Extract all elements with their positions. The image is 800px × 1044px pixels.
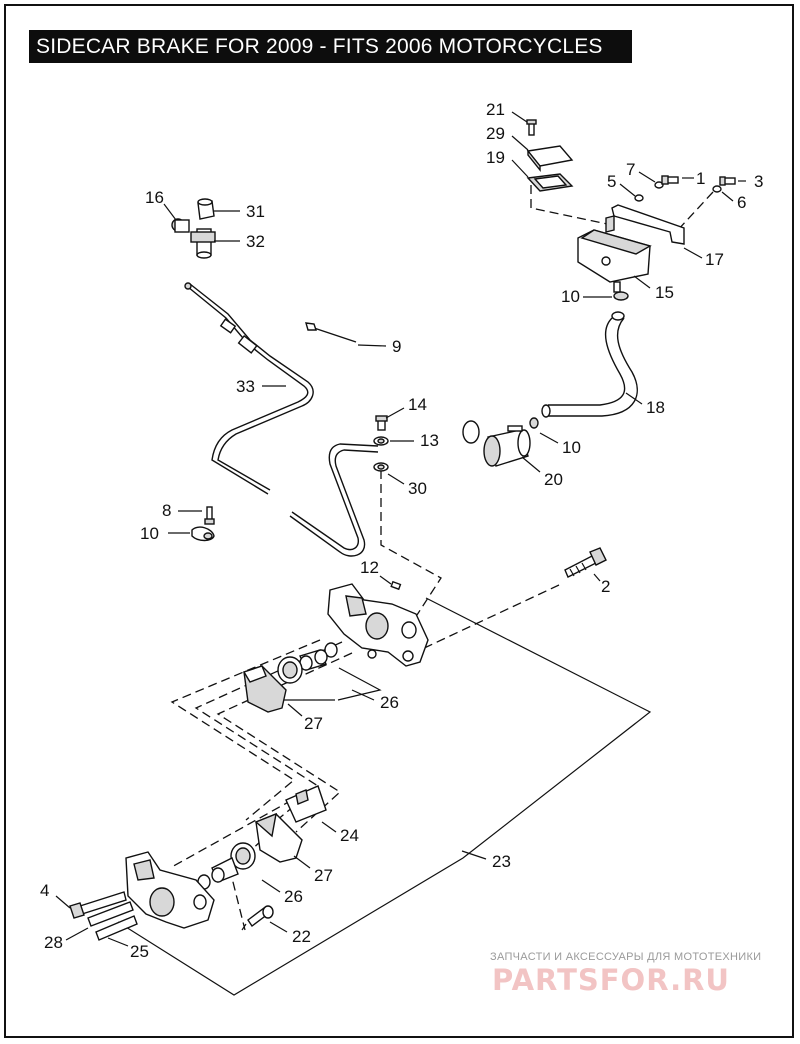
callout-23: 23	[492, 852, 511, 871]
hose-clamp-10-left-icon	[191, 526, 215, 542]
washer-6-icon	[712, 185, 722, 193]
brake-line-lower-icon	[289, 443, 379, 557]
callout-1: 1	[696, 169, 705, 188]
callout-10-upper: 10	[561, 287, 580, 306]
hose-clamp-10-right-icon	[529, 417, 539, 429]
watermark-brand: PARTSFOR.RU	[492, 963, 730, 997]
screw-1-icon	[661, 175, 679, 185]
brake-line-33-icon	[184, 282, 314, 495]
callout-3: 3	[754, 172, 763, 191]
fitting-16-icon	[171, 218, 190, 233]
callout-10-left: 10	[140, 524, 159, 543]
reservoir-gasket-19-icon	[526, 173, 574, 192]
callout-leaders	[55, 111, 746, 947]
callout-16: 16	[145, 188, 164, 207]
bleeder-valve-22-icon	[241, 905, 274, 931]
callout-24: 24	[340, 826, 359, 845]
washer-30-icon	[373, 462, 389, 472]
bolt-14-icon	[375, 415, 388, 431]
banjo-fittings-group	[171, 198, 216, 259]
banjo-bolt-group	[373, 415, 389, 472]
master-cylinder-group	[462, 119, 736, 467]
callout-15: 15	[655, 283, 674, 302]
pin-28-icon	[87, 901, 134, 927]
callout-2: 2	[601, 577, 610, 596]
callout-25: 25	[130, 942, 149, 961]
callout-5: 5	[607, 172, 616, 191]
callout-12: 12	[360, 558, 379, 577]
callout-18: 18	[646, 398, 665, 417]
callout-19: 19	[486, 148, 505, 167]
callout-labels: 21 29 19 7 1 5 3 6 17 15 10 16 31 32 9 3…	[40, 100, 763, 961]
diagram-title: SIDECAR BRAKE FOR 2009 - FITS 2006 MOTOR…	[29, 30, 632, 63]
callout-7: 7	[626, 160, 635, 179]
caliper-bolt-2-icon	[564, 547, 607, 578]
watermark: ЗАПЧАСТИ И АКСЕССУАРЫ ДЛЯ МОТОТЕХНИКИ PA…	[490, 951, 761, 997]
bleeder-12-icon	[390, 580, 402, 591]
callout-31: 31	[246, 202, 265, 221]
washer-5-icon	[634, 194, 644, 202]
callout-14: 14	[408, 395, 427, 414]
upper-caliper-icon	[327, 583, 429, 667]
screw-8-icon	[204, 506, 215, 525]
callout-21: 21	[486, 100, 505, 119]
cable-tie-9-icon	[305, 322, 357, 343]
hose-clamp-10-upper-icon	[613, 291, 629, 301]
tee-fitting-32-icon	[190, 228, 216, 259]
callout-9: 9	[392, 337, 401, 356]
callout-27-lower: 27	[314, 866, 333, 885]
callout-22: 22	[292, 927, 311, 946]
callout-32: 32	[246, 232, 265, 251]
piston-seal-set-26-upper-icon	[277, 642, 338, 684]
callout-29: 29	[486, 124, 505, 143]
piston-seal-set-26-lower-icon	[197, 842, 256, 890]
washer-7-icon	[654, 181, 664, 189]
callout-28: 28	[44, 933, 63, 952]
screw-21-icon	[526, 119, 537, 136]
callout-17: 17	[705, 250, 724, 269]
reservoir-hose-18-icon	[541, 311, 638, 418]
callout-13: 13	[420, 431, 439, 450]
brake-pad-27-upper-icon	[242, 665, 287, 713]
callout-8: 8	[162, 501, 171, 520]
o-ring-20-icon	[462, 420, 480, 444]
assembly-outline-lines	[117, 597, 652, 996]
mounting-bracket-17-icon	[605, 204, 685, 245]
diagram-frame	[4, 4, 794, 1038]
callout-20: 20	[544, 470, 563, 489]
reservoir-cover-29-icon	[526, 145, 574, 172]
pin-25-icon	[95, 915, 138, 941]
nut-31-icon	[197, 198, 215, 220]
callout-27-upper: 27	[304, 714, 323, 733]
reservoir-fitting-20-icon	[483, 425, 531, 467]
assembly-dashed-lines	[169, 185, 714, 931]
callout-10-right: 10	[562, 438, 581, 457]
callout-30: 30	[408, 479, 427, 498]
screw-3-icon	[719, 176, 736, 186]
lower-caliper-icon	[125, 851, 215, 929]
callout-26-upper: 26	[380, 693, 399, 712]
pad-clip-24-icon	[285, 785, 327, 823]
caliper-bolt-4-icon	[69, 891, 127, 919]
callout-4: 4	[40, 881, 49, 900]
watermark-tagline: ЗАПЧАСТИ И АКСЕССУАРЫ ДЛЯ МОТОТЕХНИКИ	[490, 951, 761, 963]
washer-13-icon	[373, 436, 389, 446]
callout-33: 33	[236, 377, 255, 396]
callout-6: 6	[737, 193, 746, 212]
master-cylinder-15-icon	[577, 229, 652, 293]
callout-26-lower: 26	[284, 887, 303, 906]
